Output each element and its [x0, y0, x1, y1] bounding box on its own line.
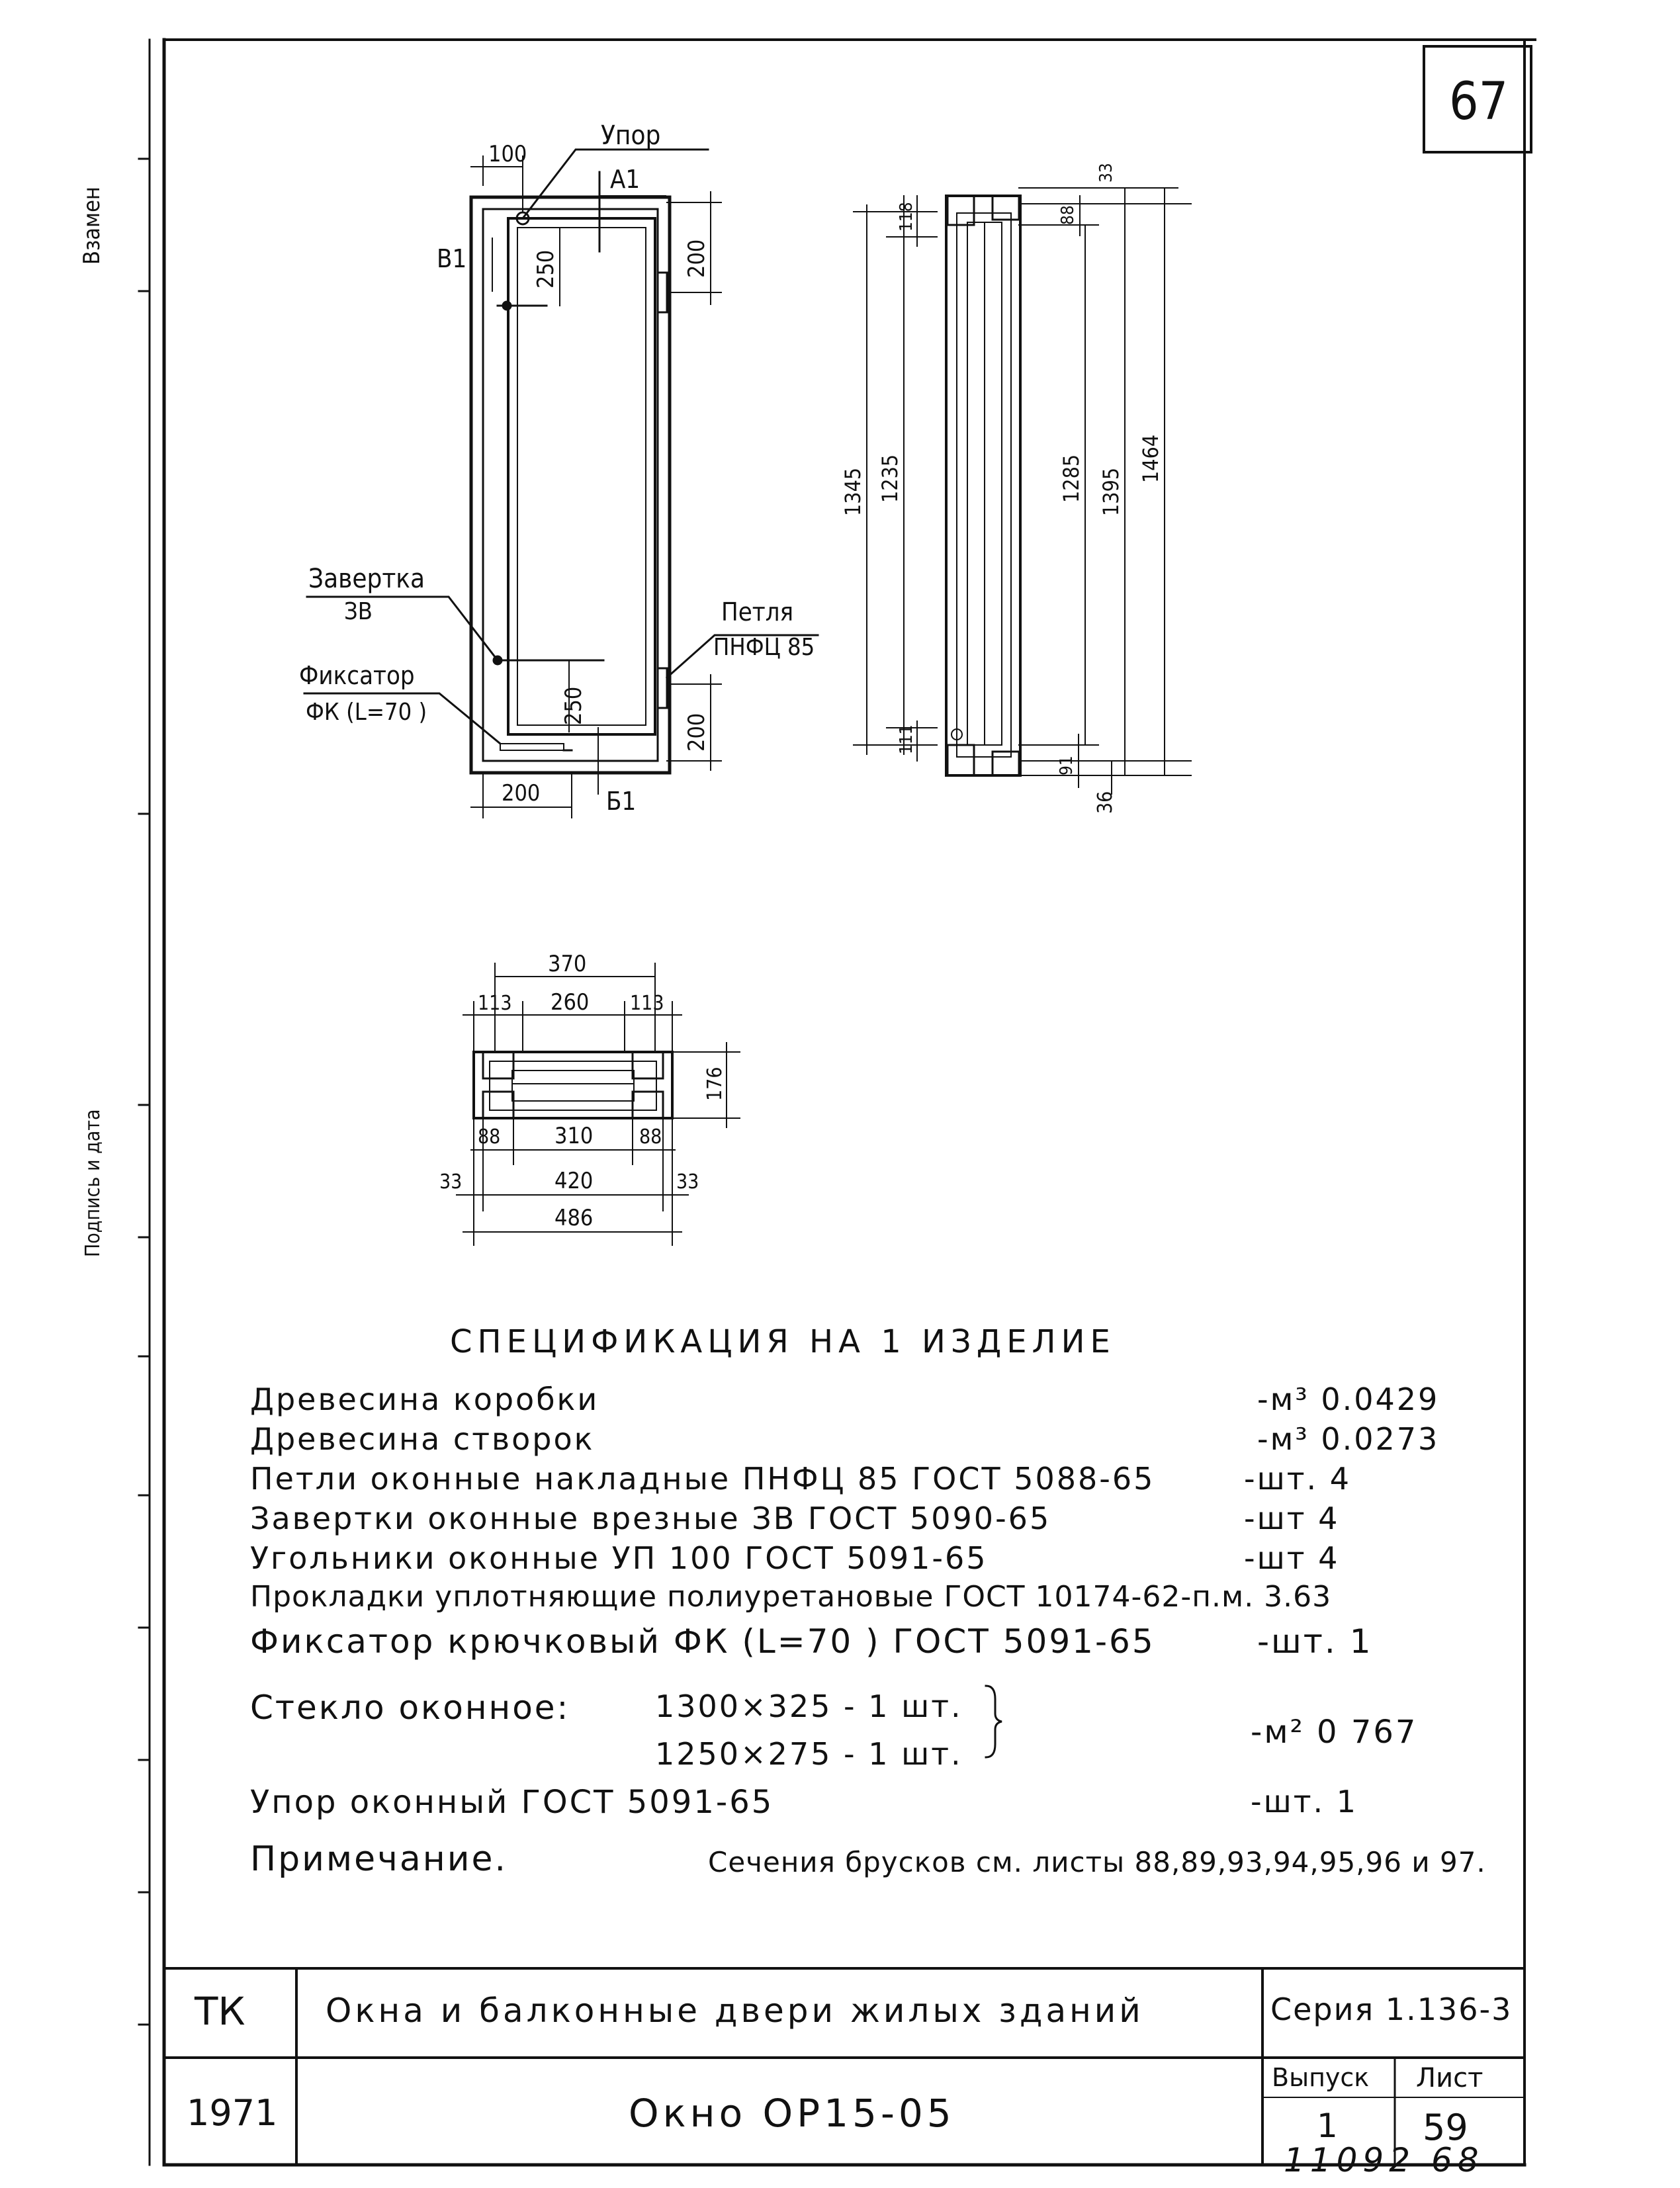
title-project: Окна и балконные двери жилых зданий	[326, 1991, 1144, 2030]
note-label: Примечание.	[250, 1839, 508, 1879]
dim-113-right: 113	[630, 992, 664, 1015]
title-org: ТК	[195, 1989, 245, 2034]
issue-label: Выпуск	[1272, 2063, 1370, 2092]
glass-value: -м² 0 767	[1251, 1714, 1418, 1751]
label-latch: Фиксатор	[299, 661, 415, 690]
label-b1-left: В1	[437, 244, 466, 273]
side-label-signature: Подпись и дата	[81, 1109, 105, 1257]
dim-36: 36	[1094, 791, 1117, 814]
side-label-replace: Взамен	[79, 187, 105, 265]
dim-88: 88	[1058, 205, 1078, 225]
sheet-number: 67	[1449, 72, 1508, 132]
sheet-value: 59	[1423, 2107, 1468, 2148]
label-b1-bottom: Б1	[606, 787, 636, 816]
horizontal-section	[456, 963, 1002, 1759]
dim-33: 33	[1096, 163, 1116, 183]
spec-row-name: Древесина коробки	[250, 1381, 599, 1417]
label-hinge: Петля	[721, 597, 793, 627]
dim-420: 420	[554, 1168, 593, 1194]
label-turnbuckle-code: ЗВ	[344, 598, 373, 625]
title-series: Серия 1.136-3	[1270, 1991, 1513, 2027]
dim-113-left: 113	[478, 992, 512, 1015]
dim-118: 118	[897, 202, 916, 232]
label-hinge-code: ПНФЦ 85	[713, 634, 815, 661]
spec-row-value: -шт 4	[1244, 1540, 1340, 1576]
stop-row-value: -шт. 1	[1251, 1784, 1358, 1819]
dim-1395: 1395	[1098, 468, 1124, 516]
spec-row-value: -шт. 4	[1244, 1461, 1351, 1497]
handwritten-code: 11092 68	[1284, 2141, 1484, 2179]
dim-370: 370	[548, 951, 586, 977]
label-a1: А1	[610, 165, 640, 194]
note-text: Сечения брусков см. листы 88,89,93,94,95…	[708, 1846, 1486, 1878]
dim-88-right: 88	[639, 1125, 662, 1149]
dim-1235: 1235	[877, 455, 903, 503]
issue-value: 1	[1317, 2107, 1338, 2145]
dim-lower-inner: 250	[560, 687, 587, 725]
spec-row-name: Петли оконные накладные ПНФЦ 85 ГОСТ 508…	[250, 1461, 1155, 1497]
spec-row-name: Завертки оконные врезные ЗВ ГОСТ 5090-65	[250, 1501, 1051, 1536]
dim-1345: 1345	[840, 468, 865, 516]
spec-row-name: Фиксатор крючковый ФК (L=70 ) ГОСТ 5091-…	[250, 1622, 1155, 1661]
title-year: 1971	[187, 2092, 278, 2134]
glass-label: Стекло оконное:	[250, 1688, 570, 1727]
spec-row-name: Древесина створок	[250, 1421, 595, 1457]
stop-row-name: Упор оконный ГОСТ 5091-65	[250, 1784, 774, 1821]
dim-310: 310	[554, 1123, 593, 1149]
spec-title: СПЕЦИФИКАЦИЯ НА 1 ИЗДЕЛИЕ	[450, 1323, 1116, 1360]
title-item: Окно ОР15-05	[629, 2091, 955, 2136]
spec-row-value: -шт. 1	[1257, 1622, 1373, 1661]
spec-row-name: Угольники оконные УП 100 ГОСТ 5091-65	[250, 1540, 988, 1576]
glass-line-1: 1300×325 - 1 шт.	[655, 1688, 963, 1724]
dim-33-right: 33	[676, 1170, 699, 1194]
spec-row-value: -м³ 0.0273	[1257, 1421, 1440, 1457]
dim-upper-inner: 250	[533, 250, 559, 288]
label-latch-code: ФК (L=70 )	[306, 699, 427, 726]
dim-lower-right: 200	[684, 713, 710, 752]
spec-row-value: -м³ 0.0429	[1257, 1381, 1440, 1417]
window-elevation	[303, 148, 819, 818]
dim-1285: 1285	[1059, 455, 1084, 503]
dim-bottom-width: 200	[502, 780, 540, 807]
dim-top-width: 100	[488, 141, 527, 167]
dim-111: 111	[897, 724, 916, 754]
glass-line-2: 1250×275 - 1 шт.	[655, 1736, 963, 1772]
dim-88-left: 88	[478, 1125, 500, 1149]
spec-row-value: -шт 4	[1244, 1501, 1340, 1536]
dim-176: 176	[703, 1067, 727, 1101]
dim-33-left: 33	[439, 1170, 462, 1194]
dim-486: 486	[554, 1205, 593, 1231]
dim-91: 91	[1057, 756, 1077, 775]
dim-upper-right: 200	[684, 240, 710, 278]
spec-row-name: Прокладки уплотняющие полиуретановые ГОС…	[250, 1580, 1332, 1614]
dim-1464: 1464	[1138, 435, 1163, 483]
sheet-label: Лист	[1416, 2063, 1483, 2093]
vertical-section	[853, 187, 1192, 795]
dim-260: 260	[551, 989, 589, 1016]
label-turnbuckle: Завертка	[308, 564, 425, 594]
label-stop: Упор	[601, 120, 660, 151]
